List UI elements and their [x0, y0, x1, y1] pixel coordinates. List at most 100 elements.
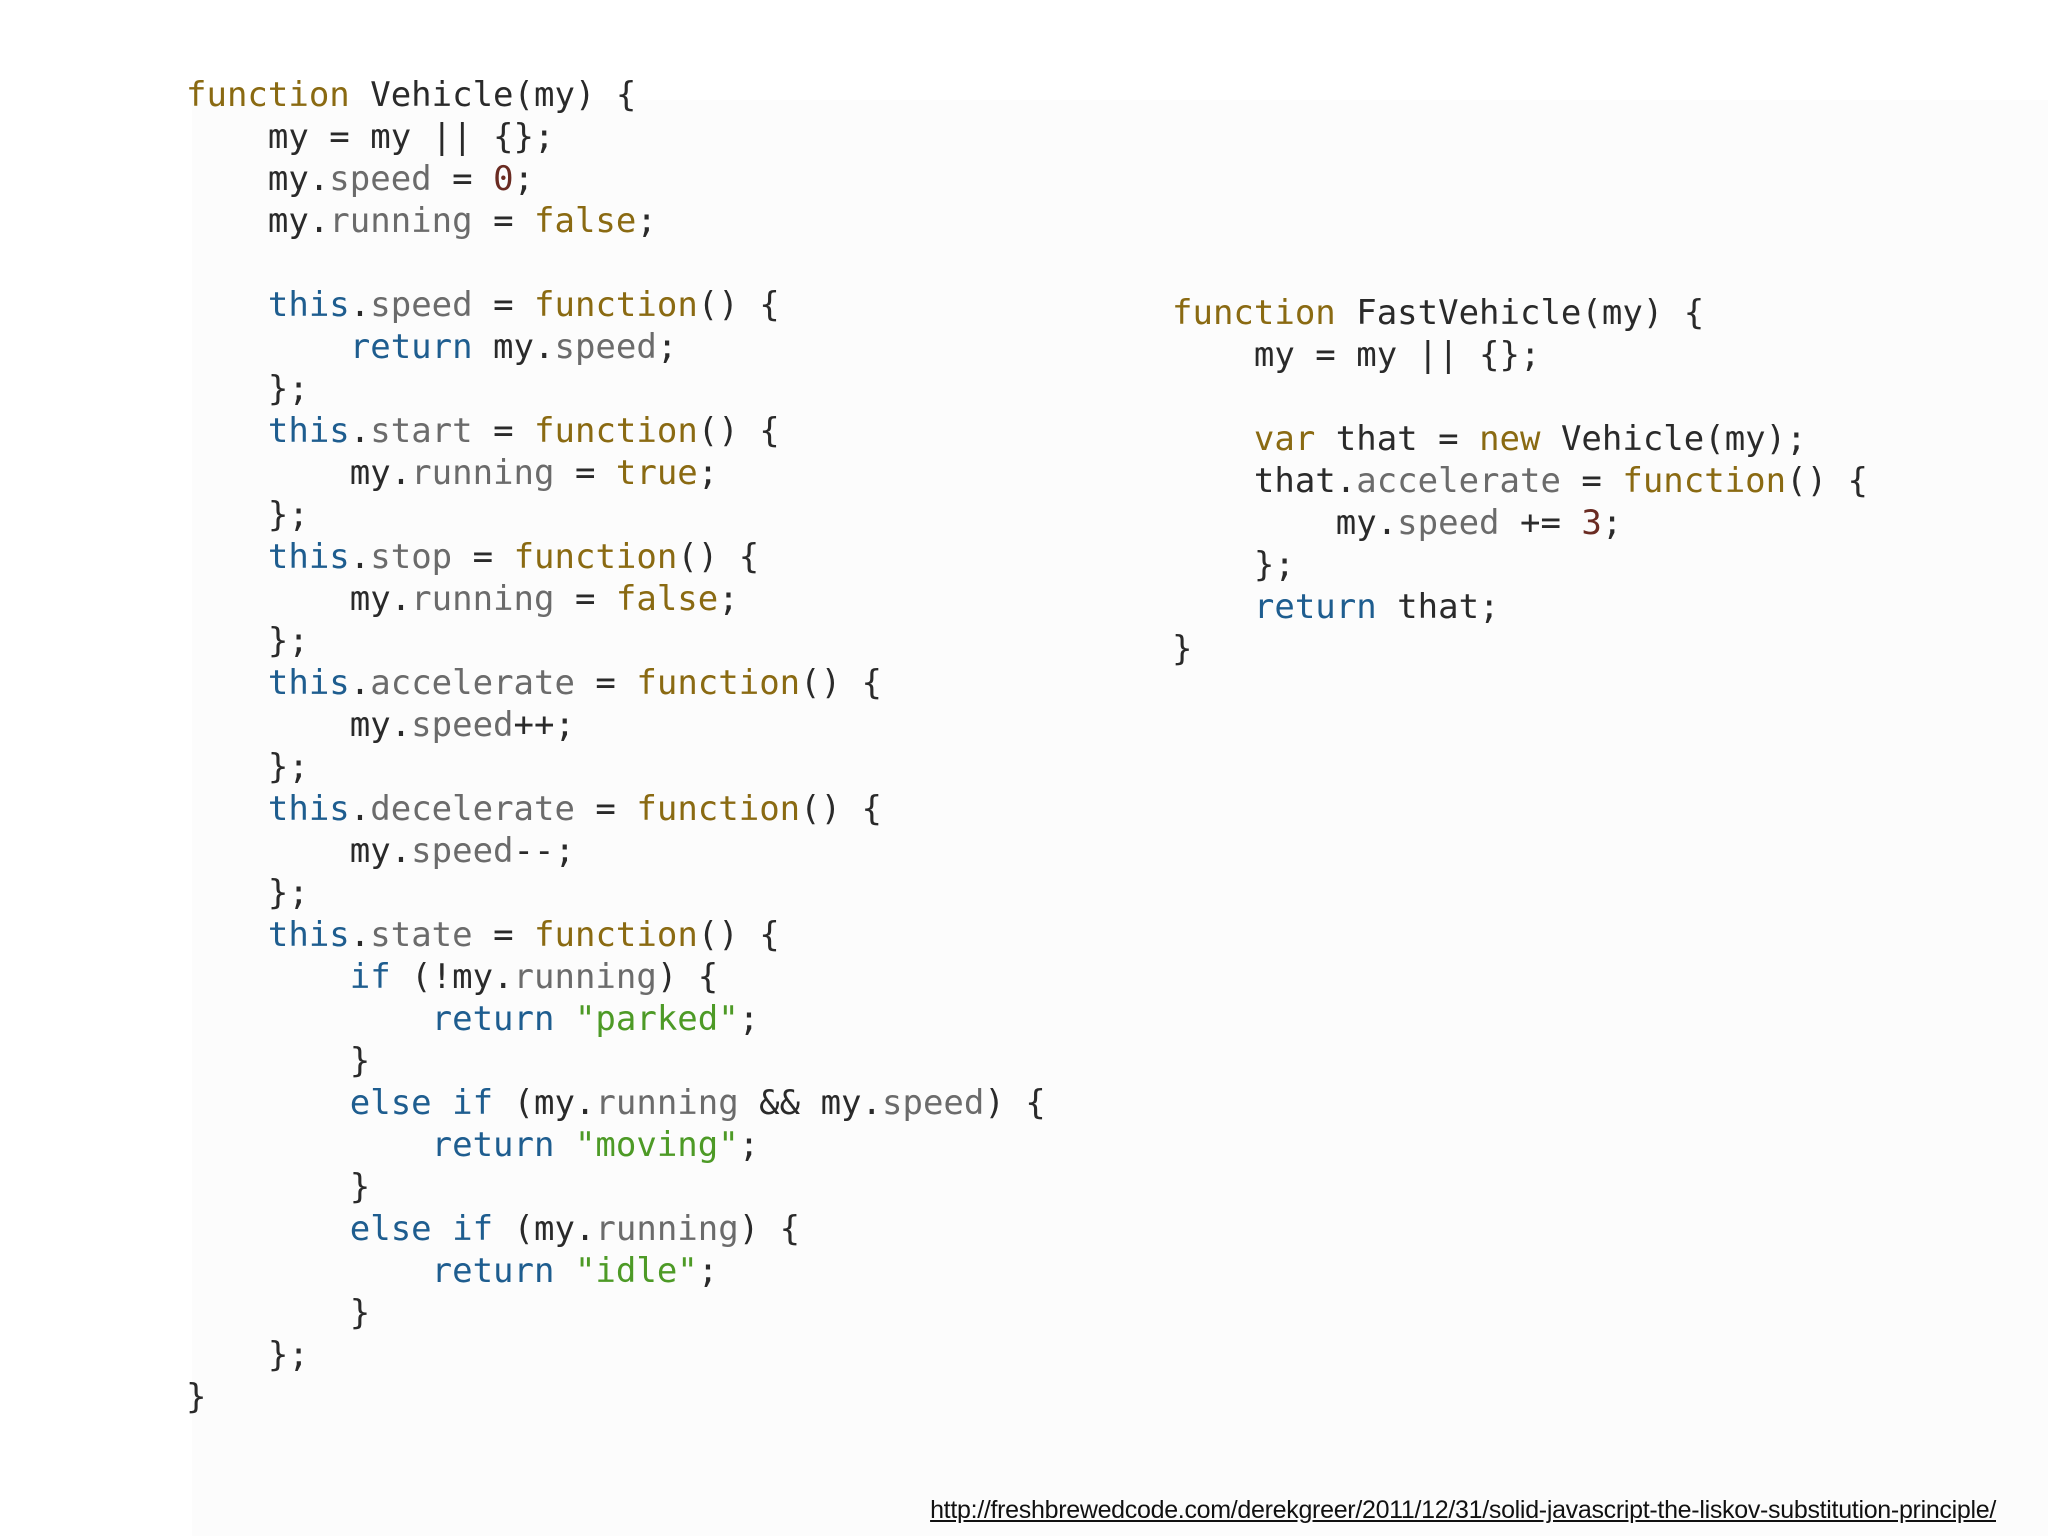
code-token: =: [472, 201, 535, 241]
code-token: [554, 999, 574, 1039]
code-token: this: [186, 285, 350, 325]
code-token: false: [534, 201, 637, 241]
code-token: };: [186, 369, 309, 409]
code-token: false: [615, 579, 719, 619]
code-token: ) {: [656, 957, 719, 997]
code-token: else if: [186, 1209, 494, 1249]
code-token: running: [411, 579, 555, 619]
code-token: this: [186, 789, 350, 829]
code-token: function: [534, 411, 698, 451]
code-token: function: [1172, 293, 1336, 333]
code-token: =: [554, 579, 616, 619]
code-token: };: [186, 873, 309, 913]
code-line: return "parked";: [186, 998, 1046, 1040]
code-token: return: [186, 999, 555, 1039]
code-token: () {: [697, 411, 780, 451]
code-line: my.speed += 3;: [1172, 502, 1868, 544]
code-token: }: [186, 1041, 371, 1081]
code-token: =: [574, 663, 637, 703]
code-token: && my.: [738, 1083, 882, 1123]
code-token: .: [349, 915, 371, 955]
code-token: speed: [370, 285, 473, 325]
code-line: that.accelerate = function() {: [1172, 460, 1868, 502]
code-line: else if (my.running) {: [186, 1208, 1046, 1250]
code-token: return: [186, 1251, 555, 1291]
fast-vehicle-code-block: function FastVehicle(my) { my = my || {}…: [1172, 292, 1868, 670]
code-token: my.: [472, 327, 555, 367]
code-token: };: [186, 1335, 309, 1375]
code-token: =: [431, 159, 494, 199]
code-token: ;: [636, 201, 657, 241]
code-token: }: [186, 1377, 207, 1417]
code-token: function: [636, 663, 801, 703]
code-token: my = my || {};: [186, 117, 555, 157]
code-line: }: [186, 1376, 1046, 1418]
code-line: my.speed++;: [186, 704, 1046, 746]
code-token: speed: [554, 327, 657, 367]
code-token: stop: [370, 537, 453, 577]
code-token: new: [1479, 419, 1541, 459]
code-line: my = my || {};: [186, 116, 1046, 158]
code-token: this: [186, 663, 350, 703]
code-line: my.running = false;: [186, 200, 1046, 242]
code-token: .: [349, 789, 371, 829]
code-token: that.: [1172, 461, 1357, 501]
code-line: }: [186, 1040, 1046, 1082]
code-token: (my.: [493, 1083, 596, 1123]
code-line: this.stop = function() {: [186, 536, 1046, 578]
code-token: --;: [513, 831, 575, 871]
code-token: Vehicle(my) {: [349, 75, 637, 115]
code-token: speed: [411, 705, 514, 745]
code-token: "parked": [574, 999, 739, 1039]
code-token: my.: [186, 159, 330, 199]
code-line: };: [1172, 544, 1868, 586]
code-line: my.speed = 0;: [186, 158, 1046, 200]
code-line: my.running = false;: [186, 578, 1046, 620]
code-line: this.decelerate = function() {: [186, 788, 1046, 830]
code-token: () {: [697, 285, 780, 325]
code-token: if: [186, 957, 391, 997]
code-token: running: [411, 453, 555, 493]
code-token: function: [1622, 461, 1787, 501]
code-token: }: [186, 1167, 371, 1207]
code-token: ;: [738, 999, 760, 1039]
code-token: state: [370, 915, 473, 955]
code-token: accelerate: [370, 663, 575, 703]
code-token: ++;: [513, 705, 575, 745]
code-token: speed: [1397, 503, 1500, 543]
code-token: ;: [718, 579, 739, 619]
code-token: ) {: [984, 1083, 1046, 1123]
code-token: =: [554, 453, 616, 493]
code-line: else if (my.running && my.speed) {: [186, 1082, 1046, 1124]
code-token: this: [186, 411, 350, 451]
source-link[interactable]: http://freshbrewedcode.com/derekgreer/20…: [930, 1496, 1996, 1524]
code-token: =: [472, 915, 535, 955]
code-token: true: [615, 453, 698, 493]
code-token: decelerate: [370, 789, 575, 829]
code-token: function: [513, 537, 678, 577]
code-token: () {: [677, 537, 760, 577]
code-token: =: [452, 537, 514, 577]
code-token: };: [186, 747, 309, 787]
code-line: [186, 242, 1046, 284]
code-line: function FastVehicle(my) {: [1172, 292, 1868, 334]
code-token: my = my || {};: [1172, 335, 1541, 375]
code-line: this.speed = function() {: [186, 284, 1046, 326]
code-token: function: [186, 75, 350, 115]
code-token: my.: [1172, 503, 1398, 543]
code-line: }: [186, 1292, 1046, 1334]
code-token: }: [186, 1293, 371, 1333]
code-token: my.: [186, 201, 330, 241]
code-token: accelerate: [1356, 461, 1561, 501]
code-token: function: [636, 789, 801, 829]
code-token: this: [186, 537, 350, 577]
code-line: };: [186, 1334, 1046, 1376]
code-token: "idle": [574, 1251, 698, 1291]
code-token: () {: [800, 663, 883, 703]
code-token: (!my.: [390, 957, 514, 997]
code-token: [554, 1125, 574, 1165]
code-line: this.state = function() {: [186, 914, 1046, 956]
code-token: ;: [697, 453, 719, 493]
code-token: return: [186, 327, 473, 367]
code-token: ;: [738, 1125, 760, 1165]
